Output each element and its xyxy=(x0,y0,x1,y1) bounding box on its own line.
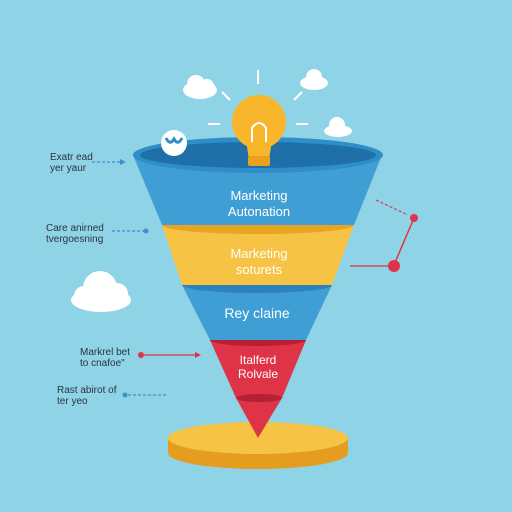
cloud-icon xyxy=(324,117,352,137)
lightbulb-icon xyxy=(208,70,308,166)
side-label-1: Exatr ead yer yaur xyxy=(50,152,93,174)
cloud-icon xyxy=(300,69,328,90)
side-label-3: Markrel bet to cnafoe" xyxy=(80,347,131,369)
tier-4-label: Italferd Rolvale xyxy=(237,353,279,381)
side-label-4: Rast abirot of ter yeo xyxy=(57,385,117,407)
chat-bubble-icon xyxy=(161,130,187,156)
cloud-icon xyxy=(71,271,131,312)
tier-1-label: Marketing Autonation xyxy=(227,188,291,219)
cloud-icon xyxy=(183,75,217,99)
right-connectors xyxy=(350,199,418,272)
tier-2-label: Marketing soturets xyxy=(230,246,288,277)
tier-3-label: Rey claine xyxy=(224,305,290,321)
side-label-2: Care anirned tvergoesning xyxy=(46,223,104,245)
left-connectors xyxy=(92,159,201,398)
funnel-tier-4 xyxy=(210,334,306,438)
